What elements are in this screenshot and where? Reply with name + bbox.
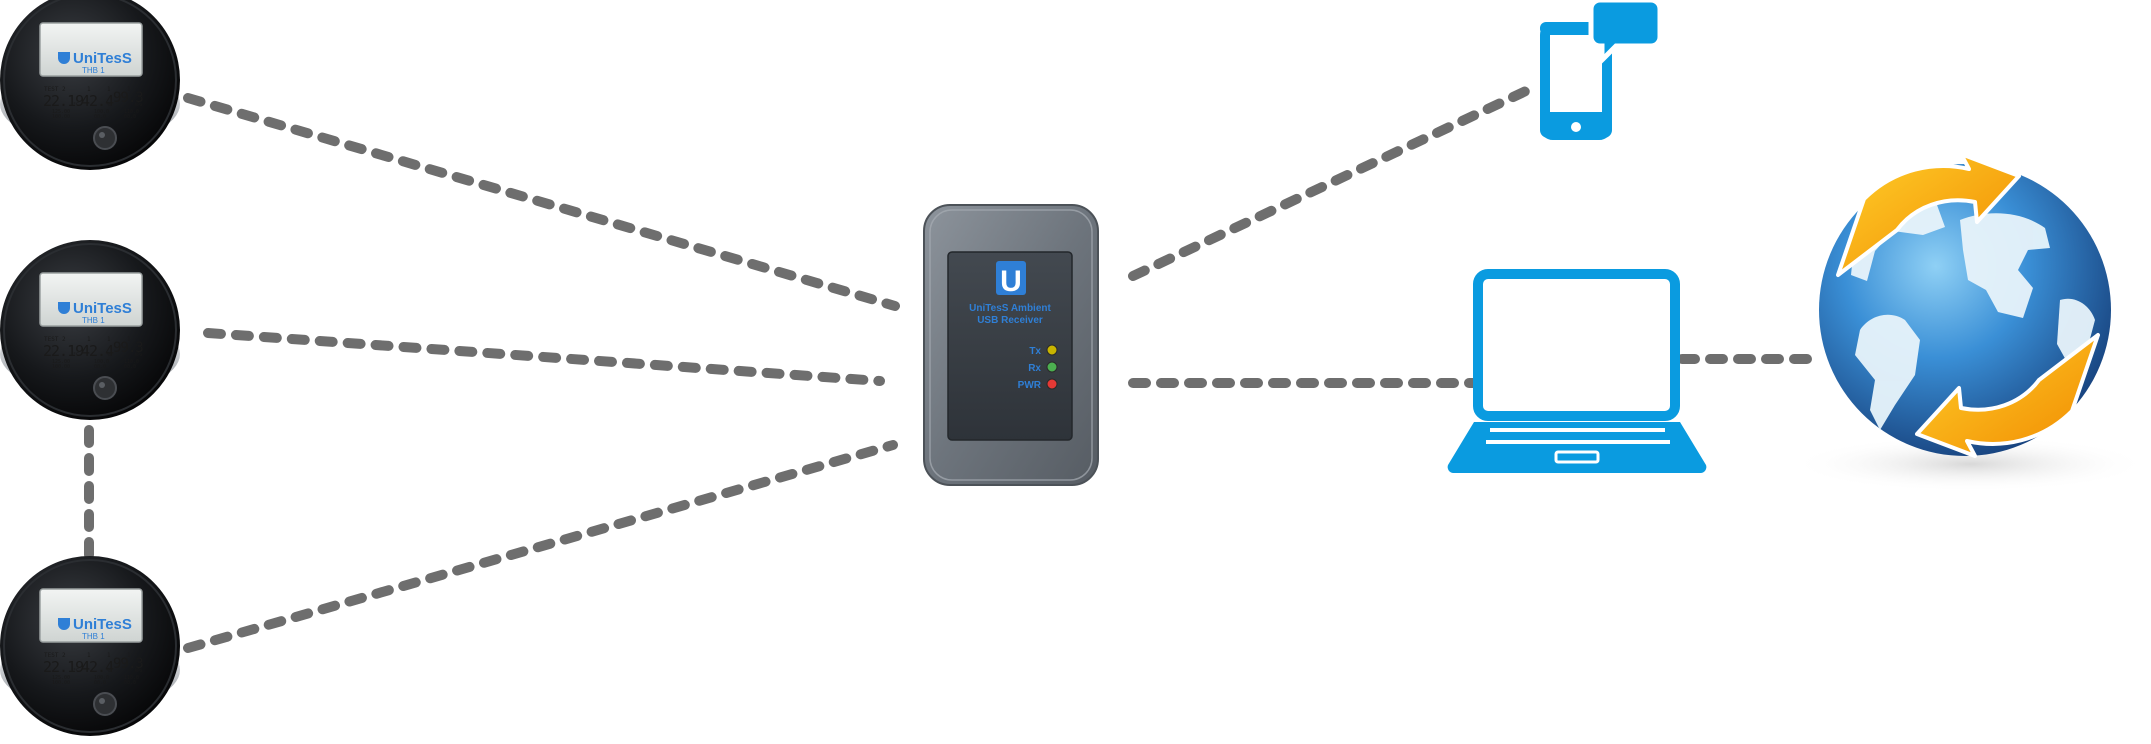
lcd-humidity: 42.4 — [81, 92, 114, 110]
brand-logo: UniTesS THB 1 — [58, 616, 132, 641]
lcd-temperature: 22.19 — [43, 342, 84, 360]
led-label: Rx — [1028, 363, 1041, 374]
lcd-temperature-unit: °C — [73, 352, 79, 358]
lcd-pressure: 99.3 — [113, 340, 143, 356]
brand-logo: UniTesS THB 1 — [58, 50, 132, 75]
lcd-top-label: TEST — [44, 652, 59, 659]
lcd-sub-value: 110.0 — [124, 675, 139, 681]
lcd-pressure-unit: kPa — [135, 668, 143, 673]
lcd-sub-value: 00.0 — [94, 680, 106, 686]
lcd-top-value: 2 — [62, 336, 66, 343]
lcd-humidity: 42.4 — [81, 658, 114, 676]
lcd-sub-value: 125.00 — [52, 109, 70, 115]
lcd-pressure: 99.3 — [113, 656, 143, 672]
lcd-top-value: 1 — [127, 336, 131, 343]
sync-arrow-top — [1836, 152, 2021, 277]
lcd-sub-value: 100.0 — [94, 359, 109, 365]
sensor-brand: UniTesS — [73, 300, 132, 317]
led-indicator — [1046, 378, 1058, 390]
lcd-humidity-unit: % — [107, 102, 110, 108]
lcd-humidity: 42.4 — [81, 342, 114, 360]
lcd-humidity-unit: % — [107, 668, 110, 674]
led-indicator — [1046, 344, 1058, 356]
link-sensor2-receiver — [203, 328, 885, 386]
lcd-pressure-unit: kPa — [135, 102, 143, 107]
sensor-device: UniTesS THB 1 TEST 2 1 1 1 22.19 °C 42.4… — [0, 0, 181, 171]
lcd-display: TEST 2 1 1 1 22.19 °C 42.4 % 99.3 kPa 12… — [43, 652, 144, 686]
lcd-top-value: 1 — [87, 336, 91, 343]
lcd-sub-value: 00.0 — [124, 114, 136, 120]
sensor-brand: UniTesS — [73, 50, 132, 67]
brand-logo: UniTesS THB 1 — [58, 300, 132, 325]
lcd-sub-value: 100.0 — [94, 675, 109, 681]
lcd-top-label: TEST — [44, 336, 59, 343]
laptop-icon — [1447, 269, 1707, 473]
led-indicator — [1046, 361, 1058, 373]
lcd-pressure-unit: kPa — [135, 352, 143, 357]
connector-lines — [84, 85, 1823, 653]
receiver-logo-letter: U — [1000, 265, 1022, 298]
lcd-sub-value: 125.00 — [52, 675, 70, 681]
led-tx: Tx — [1029, 344, 1058, 357]
lcd-display: TEST 2 1 1 1 22.19 °C 42.4 % 99.3 kPa 12… — [43, 336, 144, 370]
sensor-device: UniTesS THB 1 TEST 2 1 1 1 22.19 °C 42.4… — [0, 555, 181, 737]
sensor-model: THB 1 — [82, 66, 105, 75]
receiver-logo: U — [996, 261, 1026, 298]
link-sensor3-receiver — [183, 440, 898, 653]
link-receiver-phone — [1128, 85, 1533, 281]
lcd-top-value: 2 — [62, 86, 66, 93]
lcd-display: TEST 2 1 1 1 22.19 °C 42.4 % 99.3 kPa 12… — [43, 86, 144, 120]
led-label: Tx — [1029, 346, 1041, 357]
smartphone-with-message-icon — [1540, 0, 1663, 140]
link-sensor1-receiver — [183, 93, 900, 311]
lcd-sub-value: 00.0 — [94, 114, 106, 120]
lcd-sub-value: 00.0 — [124, 364, 136, 370]
sensor-model: THB 1 — [82, 316, 105, 325]
lcd-top-value: 1 — [107, 652, 111, 659]
lcd-top-value: 1 — [127, 86, 131, 93]
led-label: PWR — [1018, 380, 1042, 391]
lcd-temperature: 22.19 — [43, 92, 84, 110]
receiver-title-line2: USB Receiver — [977, 315, 1043, 326]
lcd-temperature-unit: °C — [73, 102, 79, 108]
globe-with-sync-arrows-icon — [1790, 152, 2150, 492]
sync-arrow-bottom — [1915, 333, 2100, 458]
led-rx: Rx — [1028, 361, 1058, 374]
lcd-sub-value: 100.00 — [52, 114, 70, 120]
lcd-sub-value: 125.00 — [52, 359, 70, 365]
lcd-top-label: TEST — [44, 86, 59, 93]
sensor-device: UniTesS THB 1 TEST 2 1 1 1 22.19 °C 42.4… — [0, 239, 181, 421]
sensor-model: THB 1 — [82, 632, 105, 641]
lcd-sub-value: 110.0 — [124, 359, 139, 365]
lcd-sub-value: 100.00 — [52, 680, 70, 686]
led-pwr: PWR — [1018, 378, 1058, 391]
lcd-temperature: 22.19 — [43, 658, 84, 676]
lcd-top-value: 1 — [87, 86, 91, 93]
lcd-sub-value: 00.0 — [94, 364, 106, 370]
lcd-sub-value: 110.0 — [124, 109, 139, 115]
lcd-top-value: 1 — [127, 652, 131, 659]
lcd-temperature-unit: °C — [73, 668, 79, 674]
usb-receiver: U UniTesS Ambient USB Receiver Tx Rx PWR — [923, 204, 1099, 486]
lcd-top-value: 1 — [107, 336, 111, 343]
lcd-sub-value: 100.00 — [52, 364, 70, 370]
lcd-sub-value: 100.0 — [94, 109, 109, 115]
lcd-humidity-unit: % — [107, 352, 110, 358]
receiver-title-line1: UniTesS Ambient — [969, 303, 1051, 314]
lcd-top-value: 1 — [107, 86, 111, 93]
sensor-brand: UniTesS — [73, 616, 132, 633]
lcd-top-value: 2 — [62, 652, 66, 659]
lcd-pressure: 99.3 — [113, 90, 143, 106]
lcd-sub-value: 00.0 — [124, 680, 136, 686]
lcd-top-value: 1 — [87, 652, 91, 659]
